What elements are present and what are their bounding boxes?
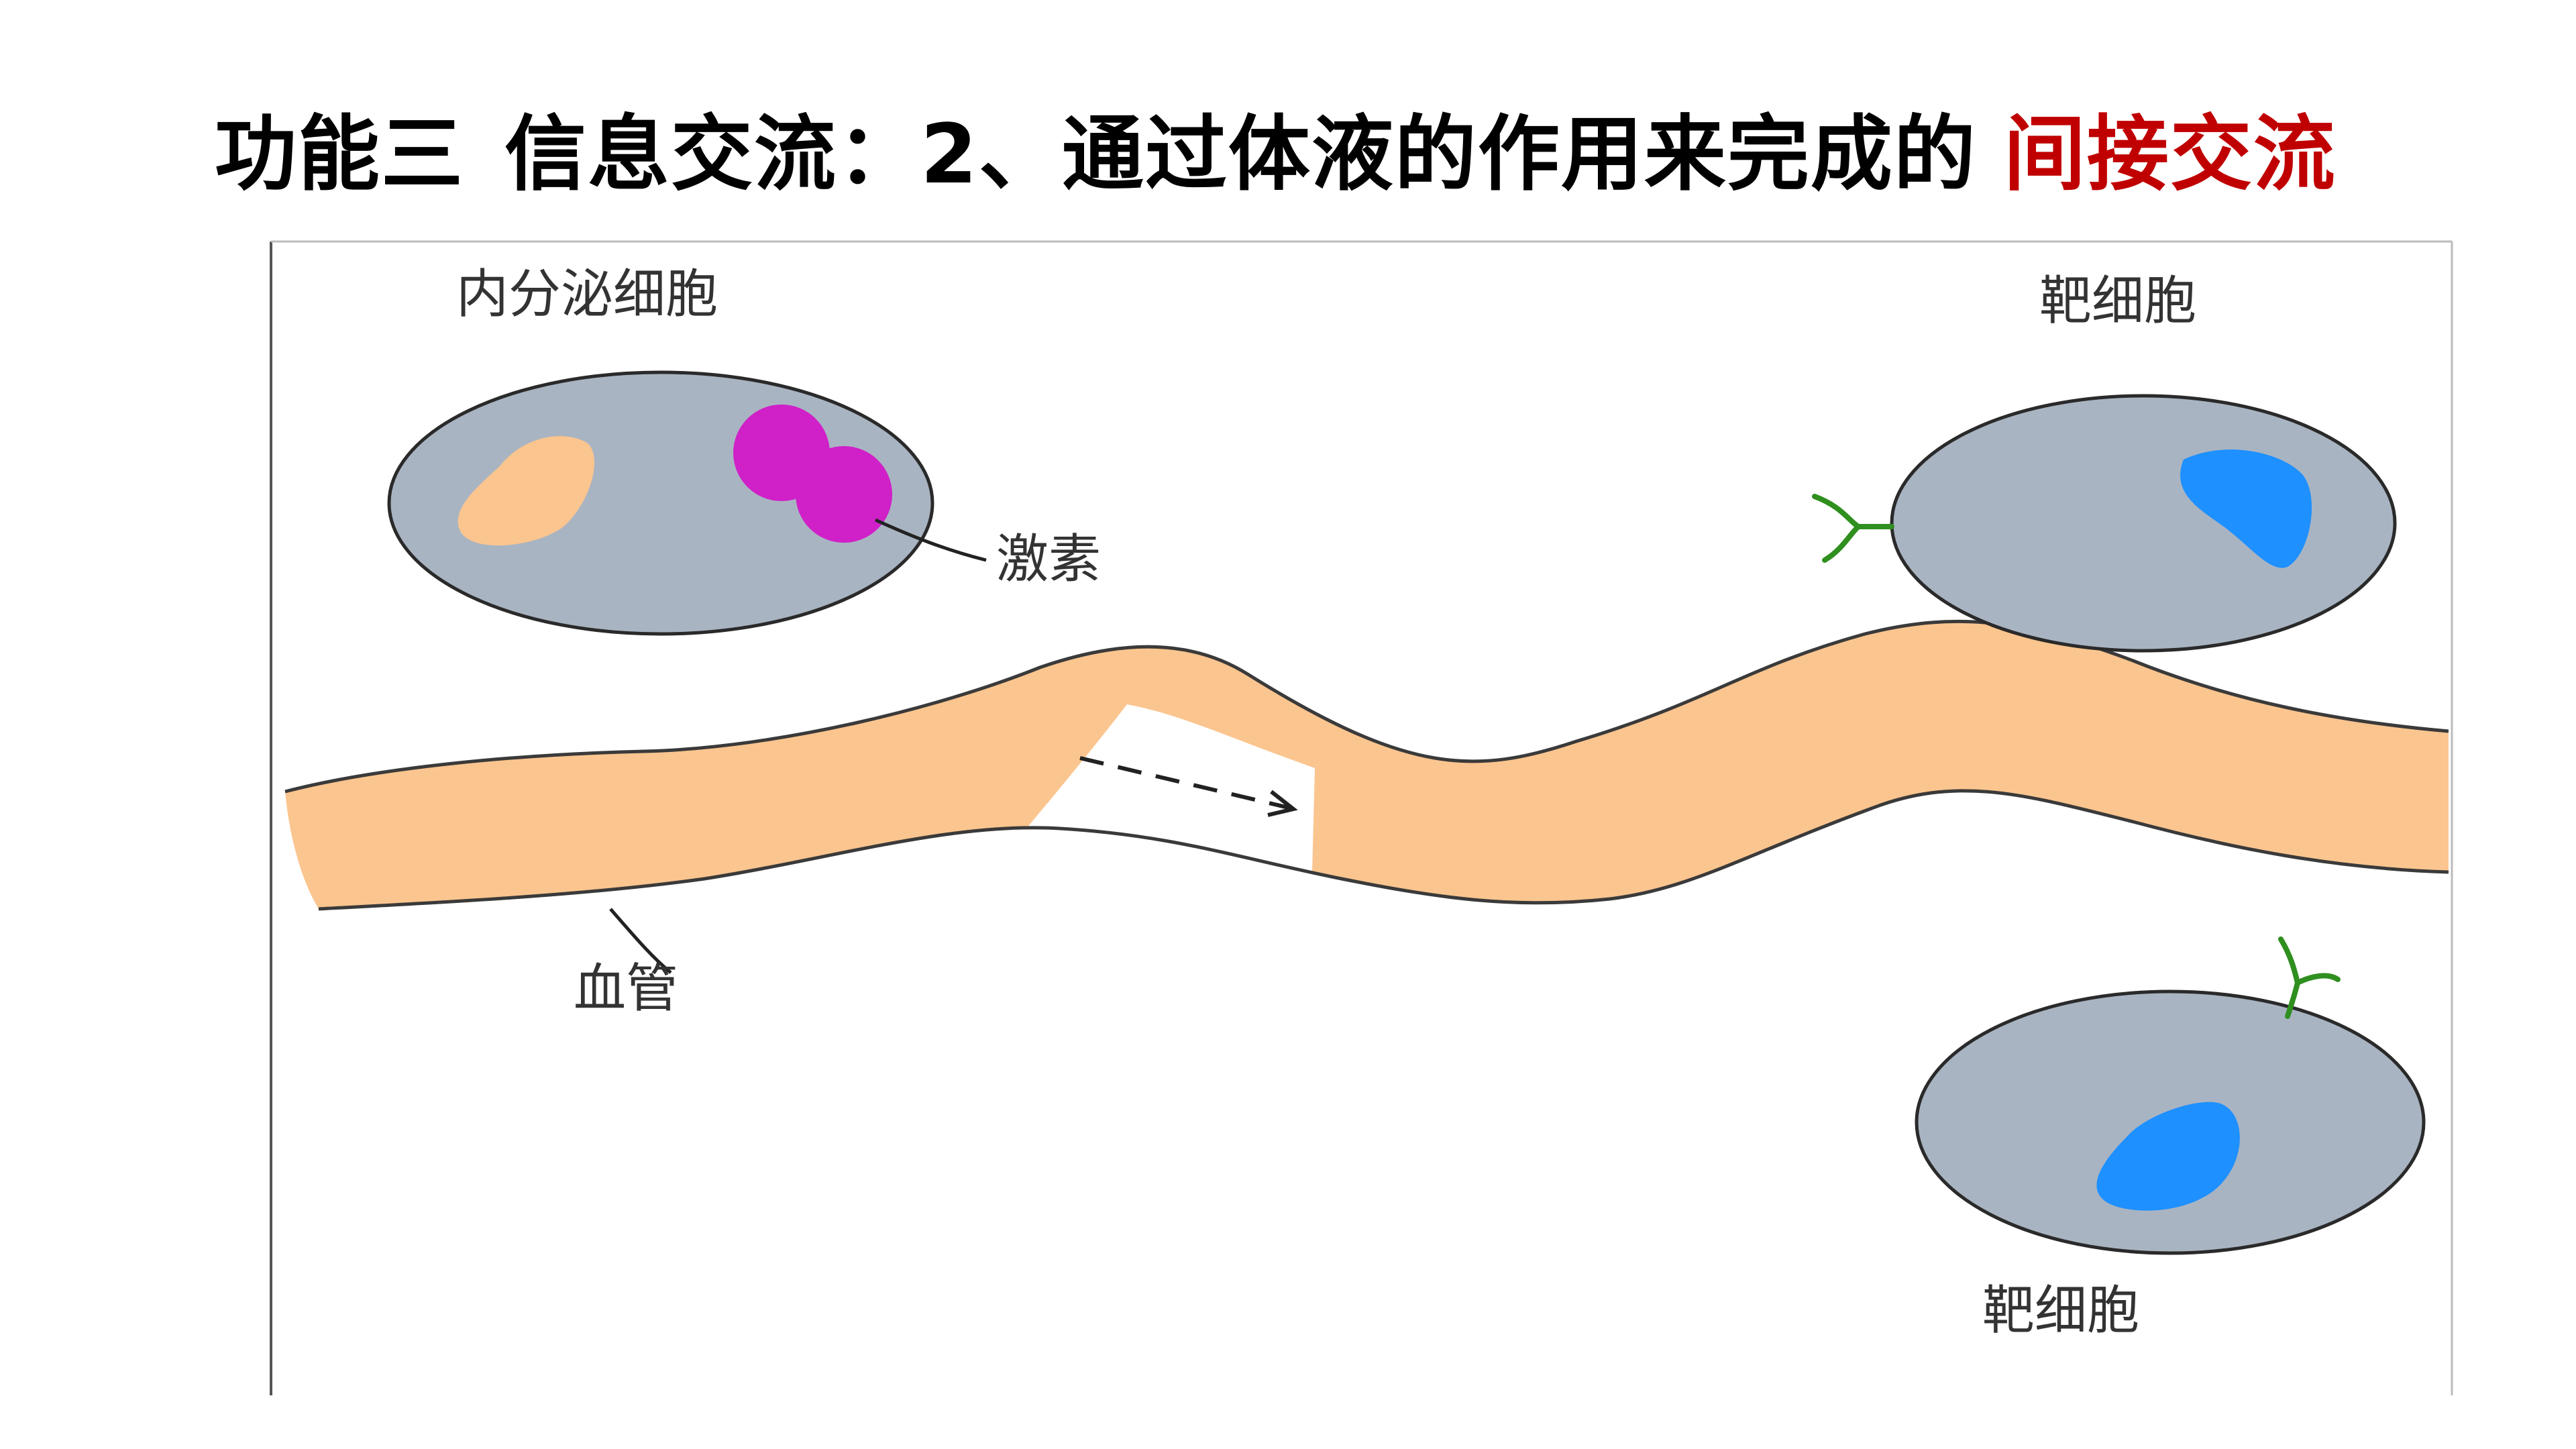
vessel-leader-line bbox=[609, 908, 672, 974]
hormone-leader-line bbox=[874, 518, 987, 562]
target-cell-top-body bbox=[1890, 394, 2397, 653]
label-target-cell-top: 靶细胞 bbox=[2039, 271, 2196, 331]
vessel-outline-bottom bbox=[318, 789, 2449, 911]
title-part1: 功能三 bbox=[215, 107, 464, 202]
label-target-cell-bottom: 靶细胞 bbox=[1982, 1281, 2139, 1341]
endocrine-nucleus bbox=[458, 436, 595, 546]
target-cell-bottom bbox=[1915, 936, 2426, 1255]
target-bottom-receptor bbox=[2278, 936, 2341, 1019]
label-blood-vessel: 血管 bbox=[574, 959, 678, 1019]
flow-arrow bbox=[1079, 756, 1298, 817]
blood-vessel bbox=[284, 619, 2449, 911]
target-cell-top bbox=[1812, 394, 2397, 653]
vessel-gap bbox=[1026, 704, 1315, 899]
label-hormone: 激素 bbox=[996, 529, 1101, 590]
hormone-granule-2 bbox=[796, 446, 892, 543]
title-part2: 信息交流：2、通过体液的作用来完成的 bbox=[504, 107, 1977, 202]
hormone-signaling-diagram: 内分泌细胞 激素 靶细胞 血管 靶细胞 bbox=[268, 238, 2455, 1395]
vessel-fill bbox=[285, 621, 2449, 909]
target-top-receptor bbox=[1812, 494, 1894, 563]
title-highlight: 间接交流 bbox=[2003, 107, 2337, 202]
slide-title: 功能三信息交流：2、通过体液的作用来完成的间接交流 bbox=[215, 101, 2337, 208]
target-bottom-nucleus bbox=[2096, 1102, 2240, 1211]
endocrine-cell bbox=[387, 370, 987, 636]
target-top-nucleus bbox=[2180, 449, 2312, 568]
label-endocrine-cell: 内分泌细胞 bbox=[456, 264, 718, 325]
